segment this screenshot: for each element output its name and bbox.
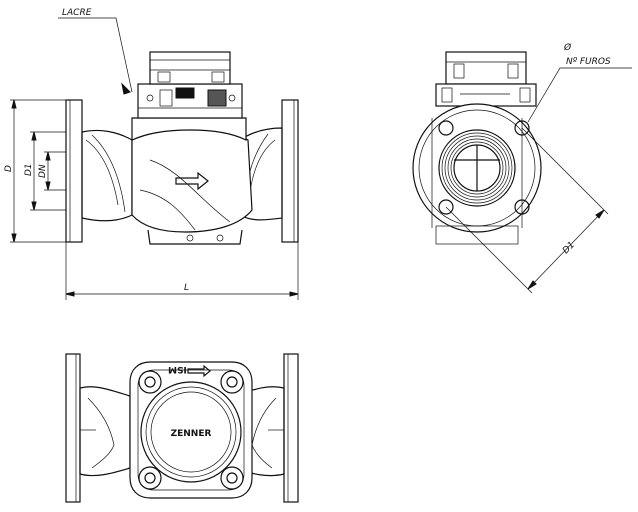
top-view: ZENNER ISM: [65, 353, 299, 503]
holes-leader-line: [527, 67, 632, 123]
seal-block: [175, 87, 195, 99]
top-outlet-flange: [283, 353, 299, 503]
inlet-flange: [65, 99, 83, 243]
dn-label: DN: [38, 164, 48, 178]
flow-arrow-side: [175, 171, 209, 191]
register-base: [131, 117, 247, 141]
model-marking: ISM: [168, 364, 187, 374]
side-view: LACRE D D1 DN L: [4, 8, 299, 300]
l-label: L: [184, 283, 189, 293]
boss-tl: [138, 370, 162, 394]
d1-side-label: D1: [24, 163, 34, 176]
diameter-symbol: Ø: [563, 42, 572, 53]
front-register-cover: [445, 51, 527, 85]
bolt-hole-tl: [438, 120, 454, 136]
boss-tr: [220, 370, 244, 394]
bore-outer: [438, 129, 516, 207]
front-register-body: [435, 83, 537, 107]
holes-label: Nº FUROS: [566, 57, 611, 67]
d1-front-label: D1: [561, 240, 577, 256]
bolt-hole-br: [514, 199, 530, 215]
seal-leader-line: [58, 17, 133, 93]
housing-base: [147, 229, 243, 245]
dimension-d1-front: [527, 209, 605, 290]
d-label: D: [4, 165, 14, 172]
seal-label: LACRE: [62, 8, 92, 18]
brand-logo: ZENNER: [171, 429, 212, 439]
boss-br: [220, 466, 244, 490]
front-view: Ø Nº FUROS D1: [412, 42, 632, 294]
outlet-flange: [281, 99, 299, 243]
flow-arrow-top: [187, 364, 211, 378]
meter-housing: [131, 127, 253, 233]
boss-bl: [138, 466, 162, 490]
top-inlet-flange: [65, 353, 81, 503]
bolt-hole-tr: [514, 120, 530, 136]
bolt-hole-bl: [438, 199, 454, 215]
register-ring: [140, 381, 242, 483]
register-cover: [149, 51, 231, 85]
